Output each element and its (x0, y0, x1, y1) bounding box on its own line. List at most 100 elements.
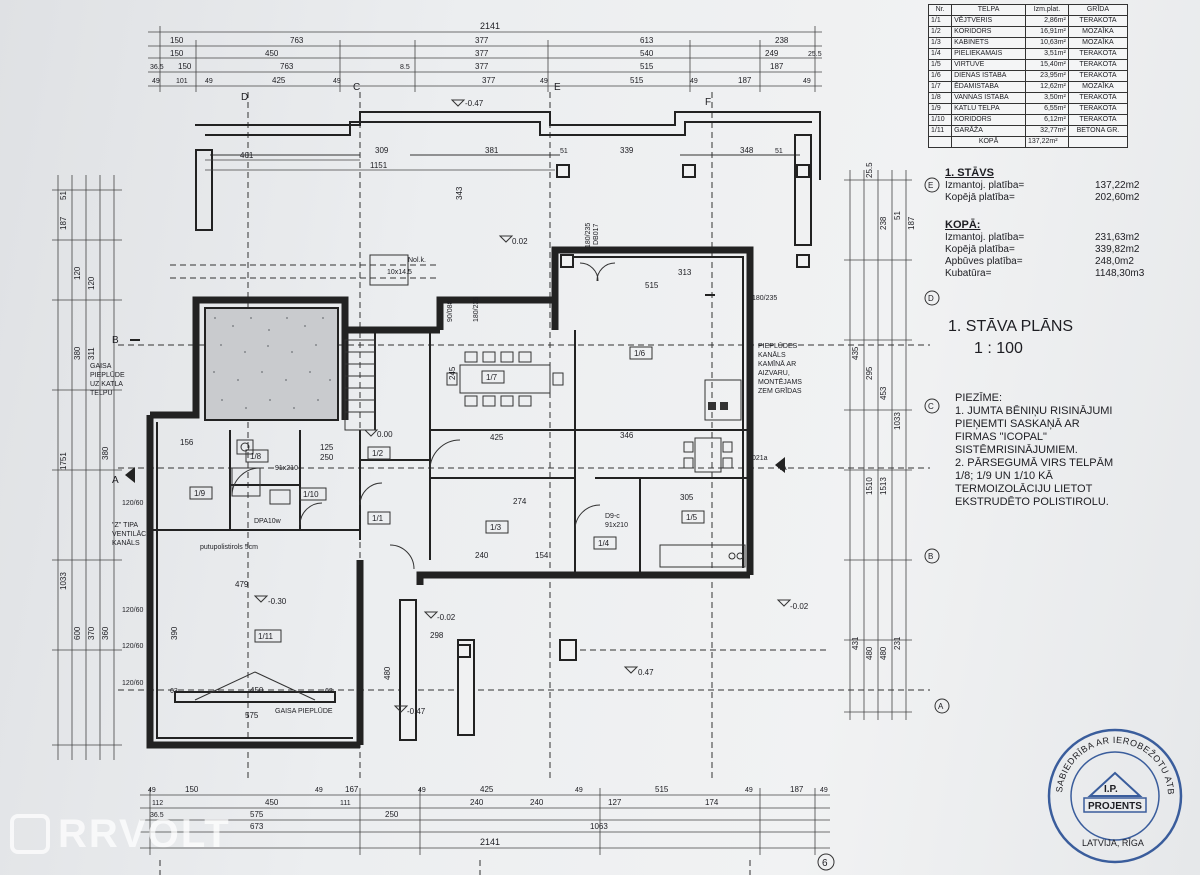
kitchen-table (683, 437, 733, 473)
table-cell: TERAKOTA (1067, 114, 1129, 126)
dim-label: 238 (775, 36, 789, 45)
dim-label: 377 (475, 49, 489, 58)
total-value: 137,22m² (1024, 136, 1069, 148)
dim-label: 1033 (893, 412, 902, 430)
dim-label: 36.5 (150, 812, 164, 819)
dim-label: 377 (475, 62, 489, 71)
stamp-initials: I.P. (1104, 784, 1118, 795)
dim-label: 49 (575, 787, 583, 794)
dim-label: 49 (148, 787, 156, 794)
axis-marker-e: E (554, 82, 561, 93)
dim-label: 150 (185, 785, 199, 794)
dim-label: 390 (170, 626, 179, 640)
dim-label: 360 (101, 626, 110, 640)
house-logo-icon (1087, 771, 1143, 797)
note-line: 2. PĀRSEGUMĀ VIRS TELPĀM (955, 457, 1114, 469)
door-size: 91x210 (605, 522, 628, 529)
table-cell: KORIDORS (951, 26, 1026, 38)
dim-label: 62 (325, 688, 333, 695)
table-header: GRĪDA (1067, 4, 1129, 16)
dim-label: 249 (765, 49, 779, 58)
room-label-1-6: 1/6 (634, 349, 646, 358)
dim-label: 380 (101, 446, 110, 460)
dim-label: 274 (513, 497, 527, 506)
table-cell: MOZAĪKA (1067, 81, 1129, 93)
dim-label: 401 (240, 151, 254, 160)
dim-label: 1510 (865, 477, 874, 495)
table-cell: 1/10 (927, 114, 953, 126)
dim-label: 377 (475, 36, 489, 45)
dining-table (446, 351, 564, 407)
table-cell: 1/8 (927, 92, 953, 104)
dim-label: 515 (645, 281, 659, 290)
dim-label: 425 (272, 76, 286, 85)
dim-label: 479 (235, 580, 249, 589)
top-dimension-chains: 2141 150 763 377 613 238 150 450 377 540… (148, 21, 822, 92)
dim-label: 187 (738, 76, 752, 85)
dim-label: 613 (640, 36, 654, 45)
dim-label: 1033 (59, 572, 68, 590)
table-cell: 1/2 (927, 26, 953, 38)
table-header-row: Nr. TELPA Izm.plat. GRĪDA (927, 4, 1129, 16)
table-cell: TERAKOTA (1067, 15, 1129, 27)
dim-label: 120/60 (122, 607, 144, 614)
note-line: 1. JUMTA BĒNIŅU RISINĀJUMI (955, 405, 1113, 417)
table-cell: VĒJTVERIS (951, 15, 1026, 27)
room-label-1-2: 1/2 (372, 449, 384, 458)
dim-label: 150 (170, 49, 184, 58)
room-label-1-11: 1/11 (258, 632, 274, 641)
dim-label: 431 (851, 636, 860, 650)
floor-area-block: 1. STĀVS Izmantoj. platība=137,22m2 Kopē… (945, 166, 1185, 204)
dim-label: 63 (170, 688, 178, 695)
dim-label: 309 (375, 146, 389, 155)
note-line: 1/8; 1/9 UN 1/10 KĀ (955, 470, 1053, 482)
dim-label: 120 (73, 266, 82, 280)
right-dimension-chains: 25.5 238 51 187 435 295 453 1033 1510 15… (844, 162, 916, 720)
level-mark: -0.02 (437, 613, 456, 622)
table-cell: 23,95m² (1024, 70, 1069, 82)
columns (399, 164, 810, 741)
table-cell: 6,55m² (1024, 103, 1069, 115)
plan-title-text: 1. STĀVA PLĀNS (948, 318, 1074, 335)
dim-label: 49 (315, 787, 323, 794)
table-cell: 3,51m² (1024, 48, 1069, 60)
totals-used-area: Izmantoj. platība=231,63m2 (945, 232, 1140, 243)
table-cell: KABINETS (951, 37, 1026, 49)
annotation-window: 021a (752, 455, 768, 462)
table-cell: 1/3 (927, 37, 953, 49)
dim-label: 1151 (370, 161, 388, 170)
note-line: EKSTRUDĒTO POLISTIROLU. (955, 496, 1109, 508)
table-cell: 6,12m² (1024, 114, 1069, 126)
dim-label: 425 (490, 433, 504, 442)
dim-label: 450 (265, 798, 279, 807)
dim-label: 187 (790, 785, 804, 794)
dim-label: 1513 (879, 477, 888, 495)
dim-label: 305 (680, 493, 694, 502)
table-cell: 1/4 (927, 48, 953, 60)
axis-marker-b: B (112, 335, 119, 346)
bottom-dimension-chains: 49 150 49 167 49 425 49 515 174 49 187 4… (140, 785, 835, 875)
dim-label: 540 (640, 49, 654, 58)
bathroom-fixtures (231, 439, 291, 505)
dim-label: 298 (430, 631, 444, 640)
dim-label: 51 (775, 148, 783, 155)
dim-label: 450 (265, 49, 279, 58)
dim-label: 49 (745, 787, 753, 794)
dim-label: 381 (485, 146, 499, 155)
room-label-1-8: 1/8 (250, 452, 262, 461)
room-label-1-4: 1/4 (598, 539, 610, 548)
dim-label: 346 (620, 431, 634, 440)
annotation-air-intake: GAISA PIEPLŪDE (275, 707, 333, 715)
table-cell: 12,62m² (1024, 81, 1069, 93)
room-label-1-10: 1/10 (303, 490, 319, 499)
dim-label: 174 (705, 798, 719, 807)
